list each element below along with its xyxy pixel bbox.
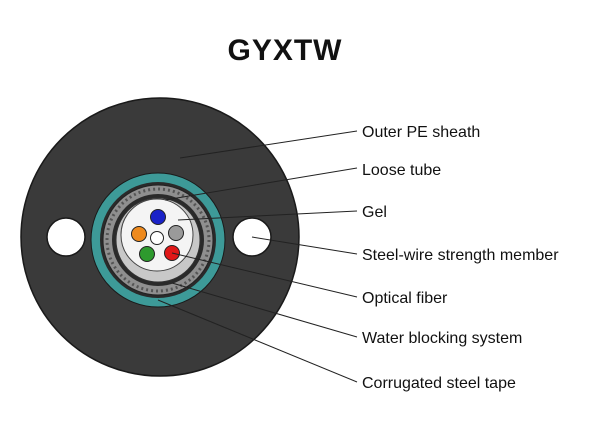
cable-type-title: GYXTW [227,34,343,67]
fiber-white [150,231,164,245]
component-labels: Outer PE sheath Loose tube Gel Steel-wir… [362,124,559,392]
label-loose-tube: Loose tube [362,162,441,179]
label-optical-fiber: Optical fiber [362,290,448,307]
label-steel-wire-strength-member: Steel-wire strength member [362,247,559,264]
leader-strength-member [251,236,358,255]
fiber-green [139,246,155,262]
leader-outer-sheath [179,130,358,159]
leader-loose-tube [164,167,358,201]
fiber-orange [131,226,147,242]
leader-optical-fiber [171,252,358,298]
leader-steel-tape [157,299,358,383]
fiber-gray [168,225,184,241]
leader-water-blocking [171,282,358,338]
fiber-blue [150,209,166,225]
steel-tape-corrugation [105,187,211,293]
label-outer-pe-sheath: Outer PE sheath [362,124,480,141]
label-water-blocking-system: Water blocking system [362,330,522,347]
leader-gel [177,210,358,221]
leader-lines [157,130,358,383]
strength-member-left [46,217,86,257]
label-corrugated-steel-tape: Corrugated steel tape [362,375,516,392]
label-gel: Gel [362,204,387,221]
optical-fibers [131,209,184,262]
